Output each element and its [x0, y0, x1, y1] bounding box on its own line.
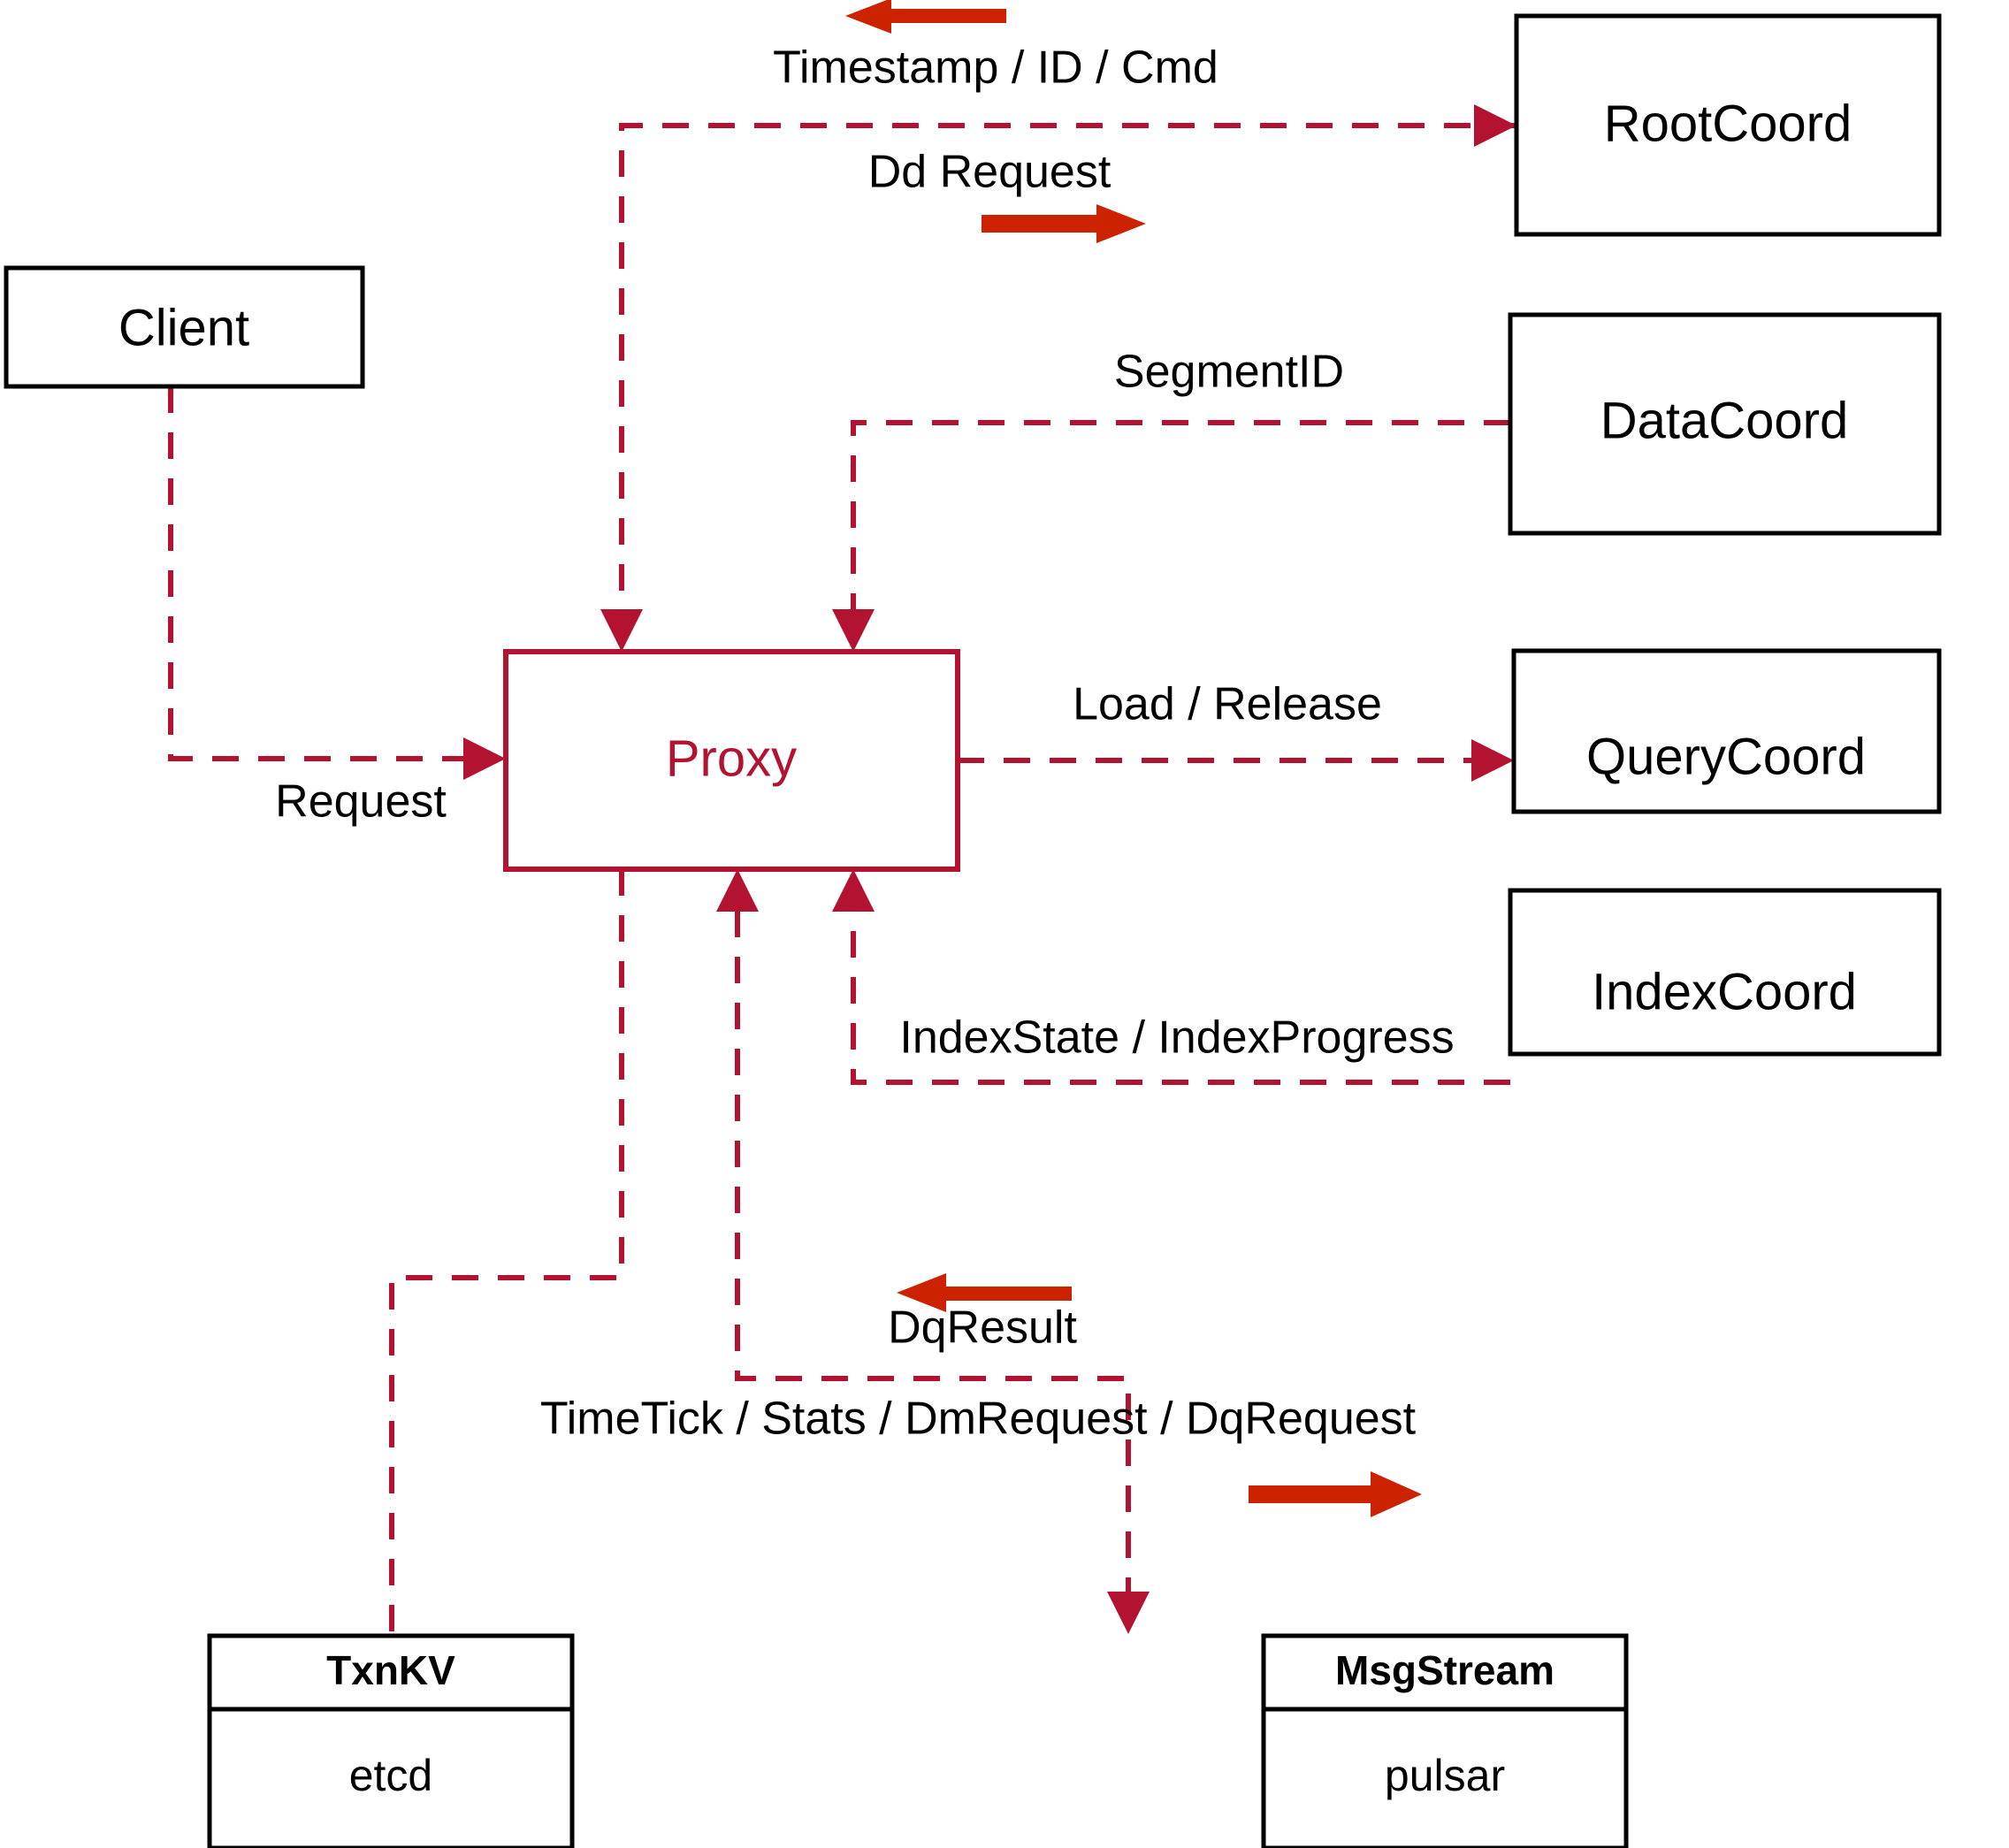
edge-msgstream-flow	[716, 869, 1150, 1634]
edge-msgstream-request-arrowhead	[1107, 1592, 1150, 1634]
node-txnkv-title: TxnKV	[326, 1647, 455, 1693]
node-proxy-label: Proxy	[666, 729, 797, 787]
node-rootcoord-label: RootCoord	[1604, 95, 1852, 152]
edge-label-load-release: Load / Release	[1073, 679, 1382, 730]
direction-arrow-timestamp	[845, 0, 1006, 34]
node-querycoord-box[interactable]	[1511, 648, 1942, 814]
node-msgstream-box[interactable]	[1261, 1633, 1629, 1848]
edge-datacoord-segmentid-arrowhead	[832, 609, 875, 652]
node-proxy-box[interactable]	[503, 649, 960, 872]
node-txnkv-impl: etcd	[349, 1751, 433, 1800]
node-indexcoord[interactable]: IndexCoord	[1508, 888, 1942, 1057]
edge-rootcoord-response	[600, 104, 1516, 652]
edge-querycoord-load-arrowhead	[1471, 739, 1514, 782]
edge-indexcoord-state-arrowhead	[832, 869, 875, 912]
node-querycoord[interactable]: QueryCoord	[1511, 648, 1942, 814]
edge-rootcoord-request-arrowhead	[1474, 104, 1516, 147]
node-indexcoord-box[interactable]	[1508, 888, 1942, 1057]
node-msgstream-title: MsgStream	[1335, 1647, 1554, 1693]
edge-msgstream-dqresult-arrowhead	[716, 869, 759, 912]
edge-label-timetick-stats: TimeTick / Stats / DmRequest / DqRequest	[540, 1394, 1417, 1445]
edge-datacoord-segmentid-line	[851, 420, 1510, 610]
direction-arrow-timetick	[1249, 1471, 1422, 1517]
node-querycoord-label: QueryCoord	[1586, 728, 1866, 785]
edge-rootcoord-response-line	[619, 123, 1516, 610]
node-client[interactable]: Client	[4, 265, 365, 389]
direction-arrow-dqresult-glyph	[897, 1273, 1072, 1312]
direction-arrow-dqresult	[897, 1273, 1072, 1312]
node-rootcoord[interactable]: RootCoord	[1514, 13, 1942, 237]
edge-label-indexstate-indexprogress: IndexState / IndexProgress	[899, 1012, 1454, 1064]
edge-txnkv-line	[389, 869, 624, 1636]
node-txnkv-box[interactable]	[207, 1633, 575, 1848]
node-txnkv[interactable]: TxnKV etcd	[207, 1633, 575, 1848]
edge-querycoord-load	[958, 739, 1514, 782]
direction-arrow-timetick-glyph	[1249, 1471, 1422, 1517]
node-client-box[interactable]	[4, 265, 365, 389]
node-rootcoord-box[interactable]	[1514, 13, 1942, 237]
edge-label-dqresult: DqResult	[888, 1302, 1077, 1354]
edge-label-dd-request: Dd Request	[868, 147, 1111, 198]
node-client-label: Client	[118, 299, 249, 356]
node-datacoord-label: DataCoord	[1600, 392, 1848, 449]
node-msgstream-impl: pulsar	[1385, 1751, 1505, 1800]
edge-label-segmentid: SegmentID	[1114, 347, 1344, 398]
node-proxy[interactable]: Proxy	[503, 649, 960, 872]
edge-indexcoord-state	[832, 869, 1510, 1085]
node-msgstream[interactable]: MsgStream pulsar	[1261, 1633, 1629, 1848]
edge-client-request-line	[168, 386, 495, 761]
edge-label-timestamp-id-cmd: Timestamp / ID / Cmd	[773, 42, 1218, 94]
node-datacoord[interactable]: DataCoord	[1508, 312, 1942, 536]
direction-arrow-ddrequest-glyph	[982, 204, 1146, 243]
edge-client-request-arrowhead	[463, 737, 506, 780]
edge-rootcoord-response-arrowhead	[600, 609, 643, 652]
edge-msgstream-line	[735, 911, 1131, 1592]
edge-label-request: Request	[275, 776, 447, 828]
direction-arrow-ddrequest	[982, 204, 1146, 243]
edge-indexcoord-state-line	[851, 911, 1510, 1085]
edge-client-request	[168, 386, 506, 780]
node-indexcoord-label: IndexCoord	[1592, 963, 1857, 1020]
edge-txnkv-link	[389, 869, 624, 1636]
node-datacoord-box[interactable]	[1508, 312, 1942, 536]
edge-datacoord-segmentid	[832, 420, 1510, 652]
direction-arrow-timestamp-glyph	[845, 0, 1006, 34]
